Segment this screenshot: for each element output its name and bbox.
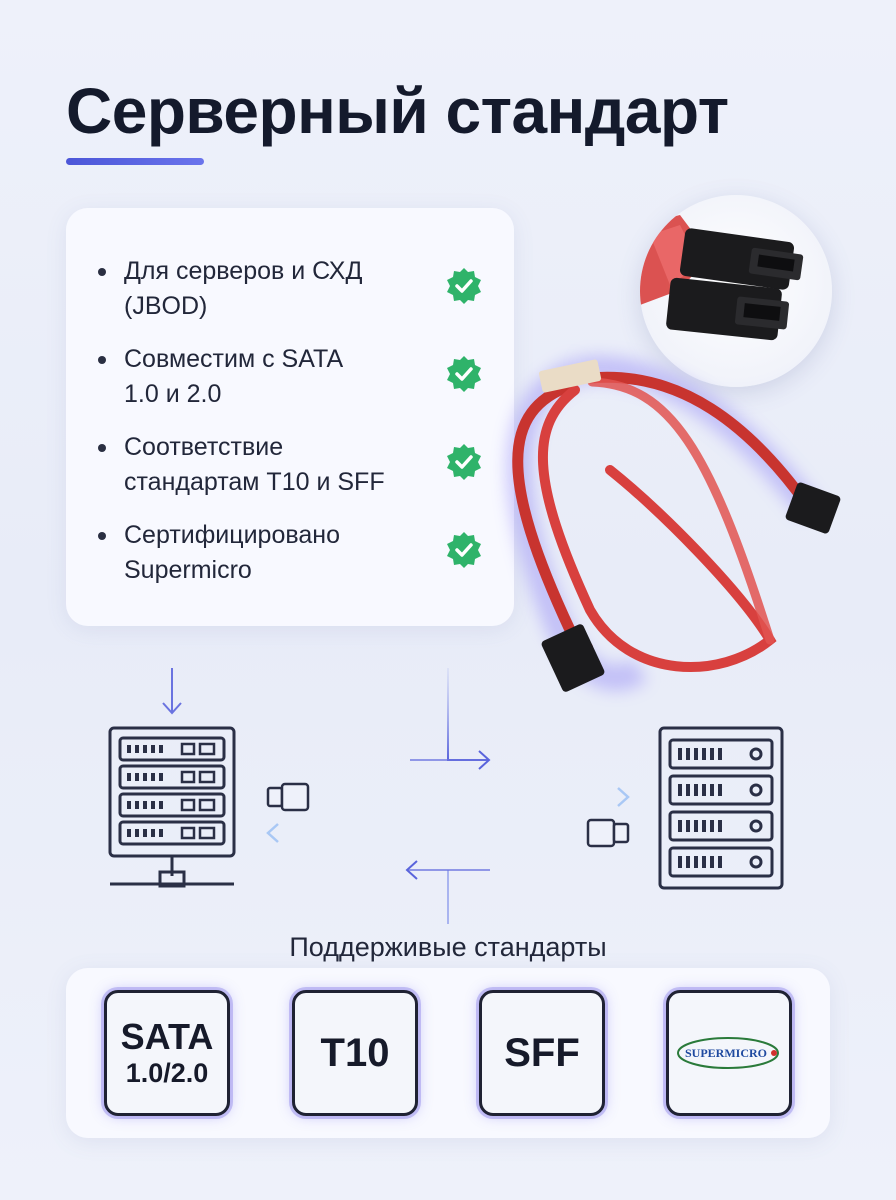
sata-cable-image [506, 355, 841, 692]
check-badge-icon [447, 356, 481, 392]
feature-line: 1.0 и 2.0 [124, 380, 222, 408]
sata-connector-closeup-icon [640, 215, 804, 341]
connector-zoom-circle [640, 195, 832, 387]
standards-card: SATA 1.0/2.0 T10 SFF SUPERMICRO [66, 968, 830, 1138]
standards-label: Поддерживые стандарты [289, 932, 607, 962]
bullet [98, 532, 106, 540]
bullet [98, 444, 106, 452]
sata-plug-icon [586, 818, 630, 848]
feature-line: стандартам T10 и SFF [124, 468, 385, 496]
features-card: Для серверов и СХД (JBOD) Совместим с SA… [66, 208, 514, 626]
bullet [98, 356, 106, 364]
sata-plug-icon [266, 782, 310, 812]
page-title: Серверный стандарт [66, 75, 729, 147]
feature-line: (JBOD) [124, 292, 208, 320]
badge-line: 1.0/2.0 [125, 1058, 209, 1088]
check-badge-icon [447, 532, 481, 568]
feature-line: Соответствие [124, 433, 284, 461]
badge-line: SATA [120, 1016, 214, 1057]
standard-badge-sata: SATA 1.0/2.0 [104, 990, 230, 1116]
feature-line: Сертифицировано [124, 521, 340, 549]
feature-item: Соответствие стандартам T10 и SFF [98, 430, 498, 496]
feature-text: Совместим с SATA 1.0 и 2.0 [124, 342, 444, 412]
badge-label: SFF [504, 1030, 580, 1075]
check-badge-icon [447, 268, 481, 304]
badge-label: T10 [320, 1030, 390, 1075]
standard-badge-sff: SFF [479, 990, 605, 1116]
connection-diagram [108, 668, 784, 924]
arrow-icon [162, 668, 182, 715]
standard-badge-t10: T10 [292, 990, 418, 1116]
feature-text: Соответствие стандартам T10 и SFF [124, 430, 444, 500]
feature-line: Supermicro [124, 556, 252, 584]
feature-item: Сертифицировано Supermicro [98, 518, 498, 584]
title-underline [66, 158, 204, 165]
server-rack-icon [108, 726, 236, 888]
feature-item: Совместим с SATA 1.0 и 2.0 [98, 342, 498, 408]
bullet [98, 268, 106, 276]
arrow-icon [405, 860, 490, 924]
supermicro-logo: SUPERMICRO [677, 1037, 779, 1069]
arrow-icon [410, 668, 491, 770]
feature-item: Для серверов и СХД (JBOD) [98, 254, 498, 320]
standard-badge-supermicro: SUPERMICRO [666, 990, 792, 1116]
check-badge-icon [447, 444, 481, 480]
feature-line: Совместим с SATA [124, 345, 344, 373]
server-rack-icon [658, 726, 784, 890]
feature-text: Для серверов и СХД (JBOD) [124, 254, 444, 324]
svg-text:SUPERMICRO: SUPERMICRO [685, 1046, 767, 1060]
feature-text: Сертифицировано Supermicro [124, 518, 444, 588]
feature-line: Для серверов и СХД [124, 257, 363, 285]
